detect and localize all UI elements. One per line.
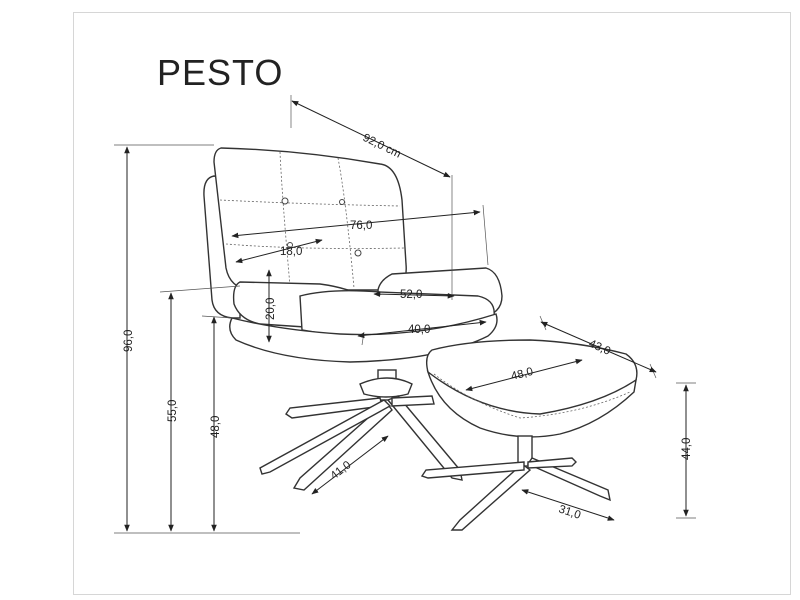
chair-backrest <box>213 147 407 291</box>
dim-armrest-height: 20,0 <box>265 298 277 320</box>
ottoman-shell <box>426 370 637 438</box>
ottoman-star-base <box>420 457 611 531</box>
drawing-frame <box>73 12 791 595</box>
dim-total-depth: 92,0 cm <box>361 132 403 161</box>
dim-ottoman-height: 44,0 <box>681 438 693 460</box>
dim-armrest-floor-height: 55,0 <box>167 400 179 422</box>
dim-seat-height: 48,0 <box>210 416 222 438</box>
dim-total-height: 96,0 <box>123 330 135 352</box>
dim-ottoman-depth: 48,0 <box>510 366 535 383</box>
dim-ottoman-base: 31,0 <box>557 503 582 521</box>
dim-seat-width: 40,0 <box>408 324 430 336</box>
dim-seat-depth: 52,0 <box>400 289 422 301</box>
dim-armrest: 18,0 <box>280 246 302 258</box>
lounge-chair <box>203 147 503 491</box>
product-title: PESTO <box>157 52 284 93</box>
dim-backrest-width: 76,0 <box>350 220 372 232</box>
